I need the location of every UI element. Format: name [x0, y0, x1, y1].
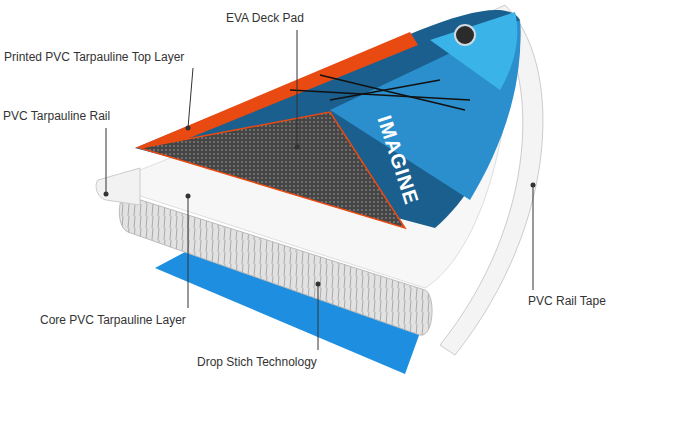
part-label: Printed PVC Tarpauline Top Layer	[4, 50, 184, 64]
deck-pad	[140, 112, 405, 228]
leader-dots	[104, 126, 536, 287]
deck-top	[135, 10, 520, 228]
valve	[455, 25, 475, 45]
part-label: EVA Deck Pad	[226, 11, 304, 25]
bungee	[290, 75, 470, 110]
brand-logo: IMAGINE	[373, 113, 423, 208]
part-label: PVC Rail Tape	[528, 294, 606, 308]
part-label: Drop Stich Technology	[197, 355, 317, 369]
part-label: Core PVC Tarpauline Layer	[40, 313, 186, 327]
leader-lines	[106, 30, 533, 350]
deck-panel	[430, 12, 517, 90]
rail	[96, 168, 140, 205]
part-label: PVC Tarpauline Rail	[3, 109, 110, 123]
